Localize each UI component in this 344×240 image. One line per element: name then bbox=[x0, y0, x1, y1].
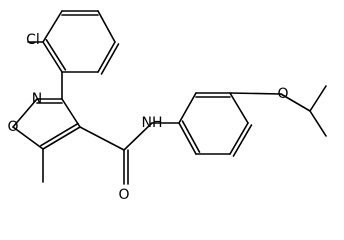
isoxazole-double-bond bbox=[40, 122, 79, 147]
amide-bond bbox=[123, 122, 153, 151]
carbonyl-oxygen-label: O bbox=[118, 187, 129, 203]
structure-canvas: Cl O N NH O O bbox=[7, 10, 327, 203]
upper-ring-bond bbox=[42, 41, 63, 73]
lower-ring-bond bbox=[229, 122, 249, 155]
carboxamide-bond bbox=[79, 126, 125, 151]
bond-layer bbox=[12, 10, 327, 185]
ether-bond bbox=[280, 93, 311, 112]
upper-ring-bond bbox=[97, 41, 116, 73]
upper-ring-double-bond bbox=[100, 43, 120, 75]
lower-ring-double-bond bbox=[232, 124, 253, 157]
isoxazole-nitrogen-label: N bbox=[32, 91, 42, 107]
upper-ring-bond bbox=[97, 10, 116, 43]
amide-nh-label: NH bbox=[142, 115, 163, 131]
isoxazole-bond bbox=[12, 98, 38, 128]
isoxazole-oxygen-label: O bbox=[7, 119, 18, 135]
lower-ring-bond bbox=[178, 122, 197, 155]
chemical-structure-diagram: Cl O N NH O O bbox=[7, 10, 327, 203]
isopropyl-bond bbox=[309, 110, 327, 137]
ether-oxygen-label: O bbox=[277, 86, 288, 102]
isoxazole-bond bbox=[12, 126, 44, 150]
chlorine-label: Cl bbox=[26, 32, 40, 48]
isoxazole-bond bbox=[61, 98, 81, 128]
aryl-ether-bond bbox=[229, 92, 282, 95]
lower-ring-bond bbox=[178, 92, 197, 124]
upper-ring-double-bond bbox=[45, 39, 67, 71]
lower-ring-bond bbox=[229, 92, 249, 124]
lower-ring-double-bond bbox=[181, 120, 201, 153]
upper-ring-bond bbox=[42, 10, 63, 43]
isopropyl-bond bbox=[309, 85, 327, 112]
isoxazole-bond bbox=[42, 126, 81, 150]
atom-label-layer: Cl O N NH O O bbox=[7, 32, 288, 203]
